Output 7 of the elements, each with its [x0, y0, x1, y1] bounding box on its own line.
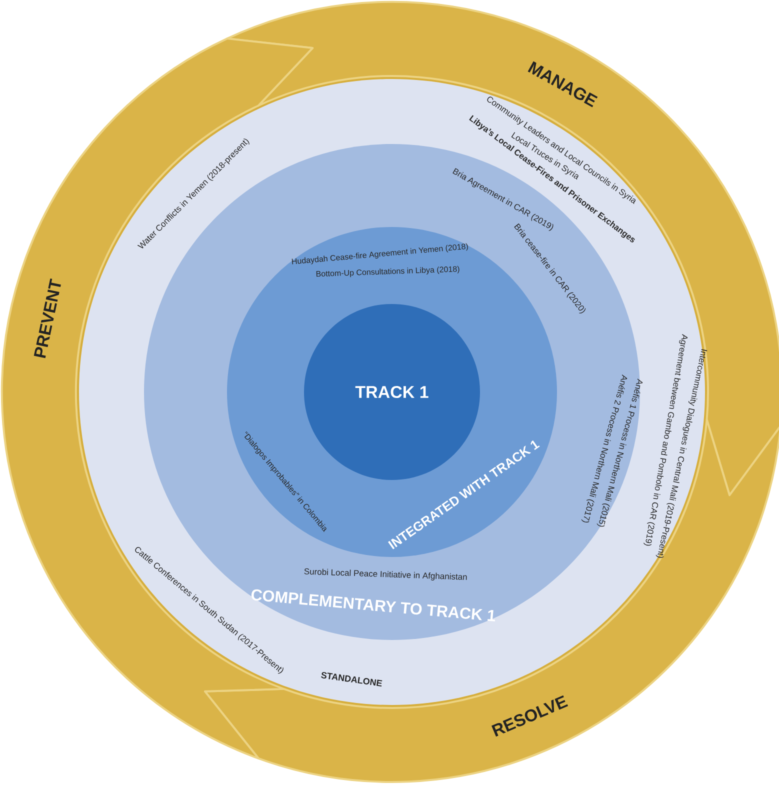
example-label: Bottom-Up Consultations in Libya (2018)	[316, 266, 460, 278]
phase-label: PREVENT	[34, 278, 61, 358]
ring-title: STANDALONE	[321, 672, 382, 686]
center-title: TRACK 1	[355, 386, 428, 398]
example-label: Hudaydah Cease-fire Agreement in Yemen (2018)	[292, 243, 468, 264]
ring-title: COMPLEMENTARY TO TRACK 1	[251, 589, 496, 622]
example-label: Surobi Local Peace Initiative in Afghanistan	[304, 568, 467, 580]
